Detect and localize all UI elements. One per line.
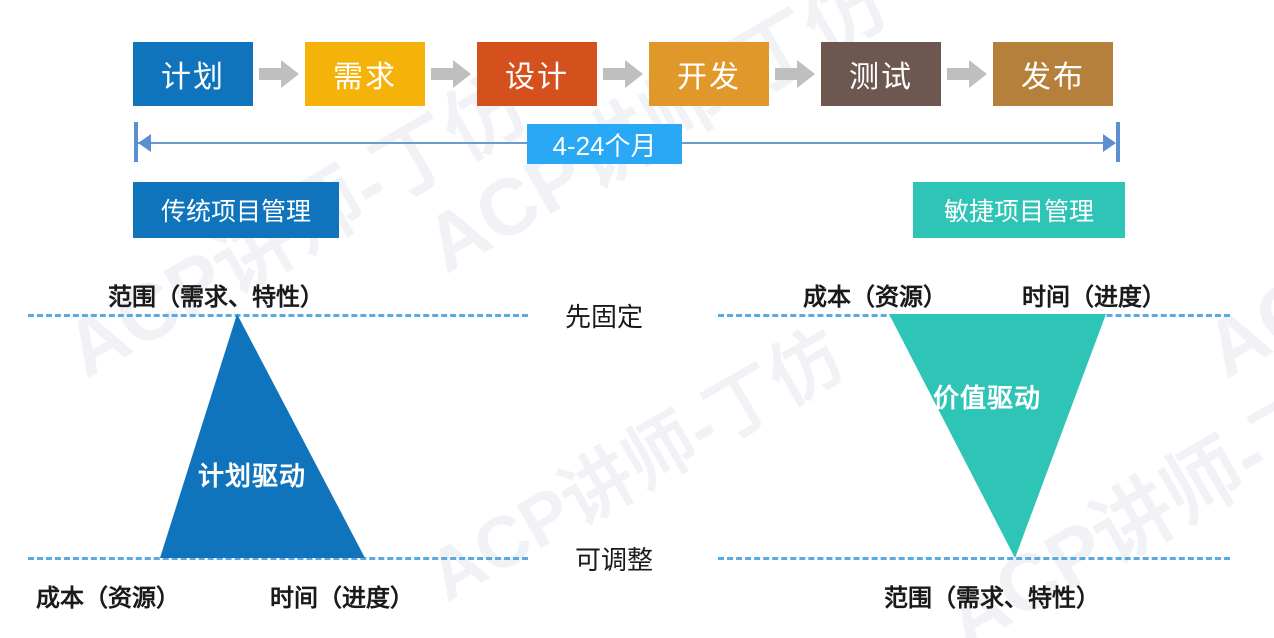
process-stage-testing[interactable]: 测试 bbox=[821, 42, 941, 106]
axis-label-fixed: 先固定 bbox=[565, 302, 644, 332]
process-stage-label: 设计 bbox=[505, 61, 569, 94]
traditional-triangle-label: 计划驱动 bbox=[198, 461, 307, 491]
arrow-right-icon bbox=[1103, 134, 1116, 152]
traditional-scope-label: 范围（需求、特性） bbox=[108, 284, 324, 311]
label-traditional-project-management[interactable]: 传统项目管理 bbox=[133, 182, 339, 238]
timeline-duration-badge: 4-24个月 bbox=[527, 124, 682, 164]
dashed-rail-top-left bbox=[28, 314, 528, 317]
process-flow: 计划 需求 设计 开发 测试 发布 bbox=[133, 42, 1113, 106]
arrow-left-icon bbox=[138, 134, 151, 152]
process-stage-development[interactable]: 开发 bbox=[649, 42, 769, 106]
axis-label-adjustable: 可调整 bbox=[575, 545, 654, 575]
method-label-text: 敏捷项目管理 bbox=[943, 198, 1094, 226]
process-stage-requirements[interactable]: 需求 bbox=[305, 42, 425, 106]
timeline-left-cap bbox=[134, 122, 138, 162]
right-arrow-icon bbox=[253, 42, 305, 106]
agile-triangle-label: 价值驱动 bbox=[933, 383, 1042, 413]
right-arrow-icon bbox=[425, 42, 477, 106]
traditional-triangle bbox=[160, 314, 365, 558]
dashed-rail-bottom-left bbox=[28, 557, 528, 560]
agile-cost-label: 成本（资源） bbox=[803, 284, 947, 311]
traditional-time-label: 时间（进度） bbox=[270, 585, 414, 612]
agile-triangle bbox=[889, 314, 1106, 558]
dashed-rail-bottom-right bbox=[718, 557, 1230, 560]
process-stage-label: 需求 bbox=[333, 61, 397, 94]
right-arrow-icon bbox=[597, 42, 649, 106]
method-label-text: 传统项目管理 bbox=[160, 198, 311, 226]
timeline-duration-label: 4-24个月 bbox=[552, 130, 657, 161]
process-stage-plan[interactable]: 计划 bbox=[133, 42, 253, 106]
right-arrow-icon bbox=[941, 42, 993, 106]
agile-scope-label: 范围（需求、特性） bbox=[884, 585, 1100, 612]
watermark-text: ACP讲师-丁仿 bbox=[1190, 59, 1274, 395]
process-stage-label: 测试 bbox=[849, 61, 913, 94]
timeline-right-cap bbox=[1116, 122, 1120, 162]
process-stage-label: 开发 bbox=[677, 61, 741, 94]
label-agile-project-management[interactable]: 敏捷项目管理 bbox=[913, 182, 1125, 238]
right-arrow-icon bbox=[769, 42, 821, 106]
process-stage-label: 发布 bbox=[1021, 61, 1085, 94]
agile-time-label: 时间（进度） bbox=[1022, 284, 1166, 311]
traditional-cost-label: 成本（资源） bbox=[36, 585, 180, 612]
process-stage-design[interactable]: 设计 bbox=[477, 42, 597, 106]
process-stage-release[interactable]: 发布 bbox=[993, 42, 1113, 106]
process-stage-label: 计划 bbox=[161, 61, 225, 94]
